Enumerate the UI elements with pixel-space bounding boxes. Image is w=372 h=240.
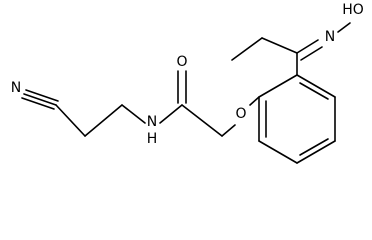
bond-cn-c-ch2 [55, 104, 86, 137]
structure-diagram: N N H O O N HO [11, 2, 364, 164]
bond-ether-o-ring [249, 96, 260, 106]
nitrile-triple-bond-3 [21, 97, 55, 110]
benzene-ring [258, 74, 336, 164]
bond-oxime-n-o [337, 22, 351, 33]
amide-hydrogen-label: H [147, 131, 158, 147]
bond-oxime-c-ch2 [261, 37, 298, 54]
bond-ch2-nh [121, 104, 146, 124]
ring-bond-c4-c5 [296, 140, 336, 164]
ring-inner-double-2 [299, 138, 329, 156]
bond-ch2-ch3 [231, 37, 263, 61]
ring-bond-c2-c3 [296, 74, 336, 98]
nitrile-nitrogen-label: N [11, 80, 21, 96]
ring-bond-c5-c6 [258, 140, 298, 164]
bond-oxime-double-2 [300, 46, 323, 61]
bond-oxime-double-1 [296, 39, 319, 54]
ether-oxygen-label: O [235, 106, 246, 122]
nitrile-triple-bond-2 [23, 93, 57, 106]
bond-nh-carbonyl-c [159, 104, 183, 124]
bond-carbonyl-ch2 [181, 104, 223, 137]
bond-ch2-ch2 [84, 104, 123, 137]
ring-inner-double-1 [299, 82, 329, 100]
nitrile-group [21, 89, 59, 110]
carbonyl-oxygen-label: O [176, 54, 187, 70]
ring-bond-c1-c2 [258, 74, 298, 98]
oxime-hydroxyl-label: HO [342, 2, 364, 18]
nitrile-triple-bond-1 [25, 89, 59, 102]
amide-nitrogen-label: N [147, 114, 157, 130]
oxime-nitrogen-label: N [325, 29, 335, 45]
bond-ch2-ether-o [221, 124, 236, 137]
